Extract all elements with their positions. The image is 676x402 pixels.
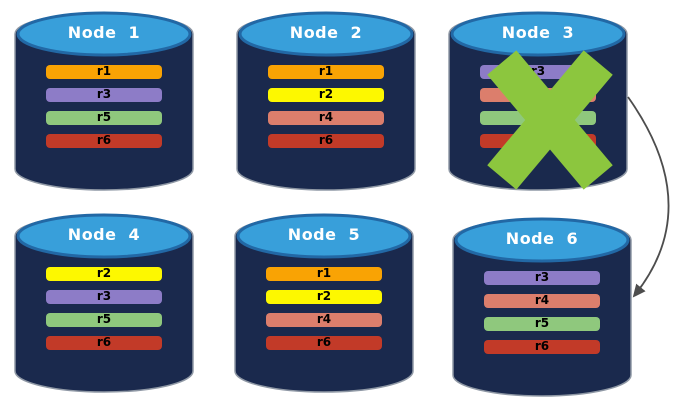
db-node-3: Node 3 r3 r4 r5 r6 bbox=[447, 8, 629, 192]
replica-row-r4: r4 bbox=[484, 293, 600, 308]
replica-row-r2: r2 bbox=[46, 266, 162, 281]
replica-row-r6: r6 bbox=[46, 133, 162, 148]
replica-row-r1: r1 bbox=[266, 266, 382, 281]
node-title: Node 1 bbox=[67, 23, 141, 42]
replica-row-r1: r1 bbox=[268, 64, 384, 79]
node-title: Node 2 bbox=[289, 23, 363, 42]
x-bar bbox=[487, 50, 613, 190]
replica-row-r5: r5 bbox=[46, 312, 162, 327]
node-title: Node 4 bbox=[67, 225, 141, 244]
db-node-4: Node 4 r2 r3 r5 r6 bbox=[13, 210, 195, 394]
node-title: Node 5 bbox=[287, 225, 361, 244]
replica-rows: r3 r4 r5 r6 bbox=[484, 270, 600, 354]
cylinder-top bbox=[236, 213, 412, 259]
replica-row-r2: r2 bbox=[268, 87, 384, 102]
db-node-2: Node 2 r1 r2 r4 r6 bbox=[235, 8, 417, 192]
replica-row-r4: r4 bbox=[266, 312, 382, 327]
replica-row-r6: r6 bbox=[484, 339, 600, 354]
node-title: Node 3 bbox=[501, 23, 575, 42]
cylinder-top bbox=[16, 11, 192, 57]
cylinder-top bbox=[16, 213, 192, 259]
db-node-1: Node 1 r1 r3 r5 r6 bbox=[13, 8, 195, 192]
db-node-5: Node 5 r1 r2 r4 r6 bbox=[233, 210, 415, 394]
replica-row-r6: r6 bbox=[268, 133, 384, 148]
node-title: Node 6 bbox=[505, 229, 579, 248]
db-node-6: Node 6 r3 r4 r5 r6 bbox=[451, 214, 633, 398]
replica-row-r1: r1 bbox=[46, 64, 162, 79]
replica-row-r4: r4 bbox=[268, 110, 384, 125]
replica-rows: r1 r2 r4 r6 bbox=[266, 266, 382, 350]
failure-x-icon bbox=[487, 50, 613, 190]
replica-rows: r1 r3 r5 r6 bbox=[46, 64, 162, 148]
replica-rows: r1 r2 r4 r6 bbox=[268, 64, 384, 148]
replica-row-r6: r6 bbox=[266, 335, 382, 350]
replica-row-r5: r5 bbox=[46, 110, 162, 125]
replica-row-r3: r3 bbox=[46, 87, 162, 102]
replica-rows: r2 r3 r5 r6 bbox=[46, 266, 162, 350]
cylinder-top bbox=[238, 11, 414, 57]
replica-row-r6: r6 bbox=[46, 335, 162, 350]
replica-row-r3: r3 bbox=[46, 289, 162, 304]
replica-row-r5: r5 bbox=[484, 316, 600, 331]
cylinder-top bbox=[450, 11, 626, 57]
arrow-curve bbox=[627, 96, 670, 298]
replica-row-r2: r2 bbox=[266, 289, 382, 304]
replica-row-r3: r3 bbox=[484, 270, 600, 285]
